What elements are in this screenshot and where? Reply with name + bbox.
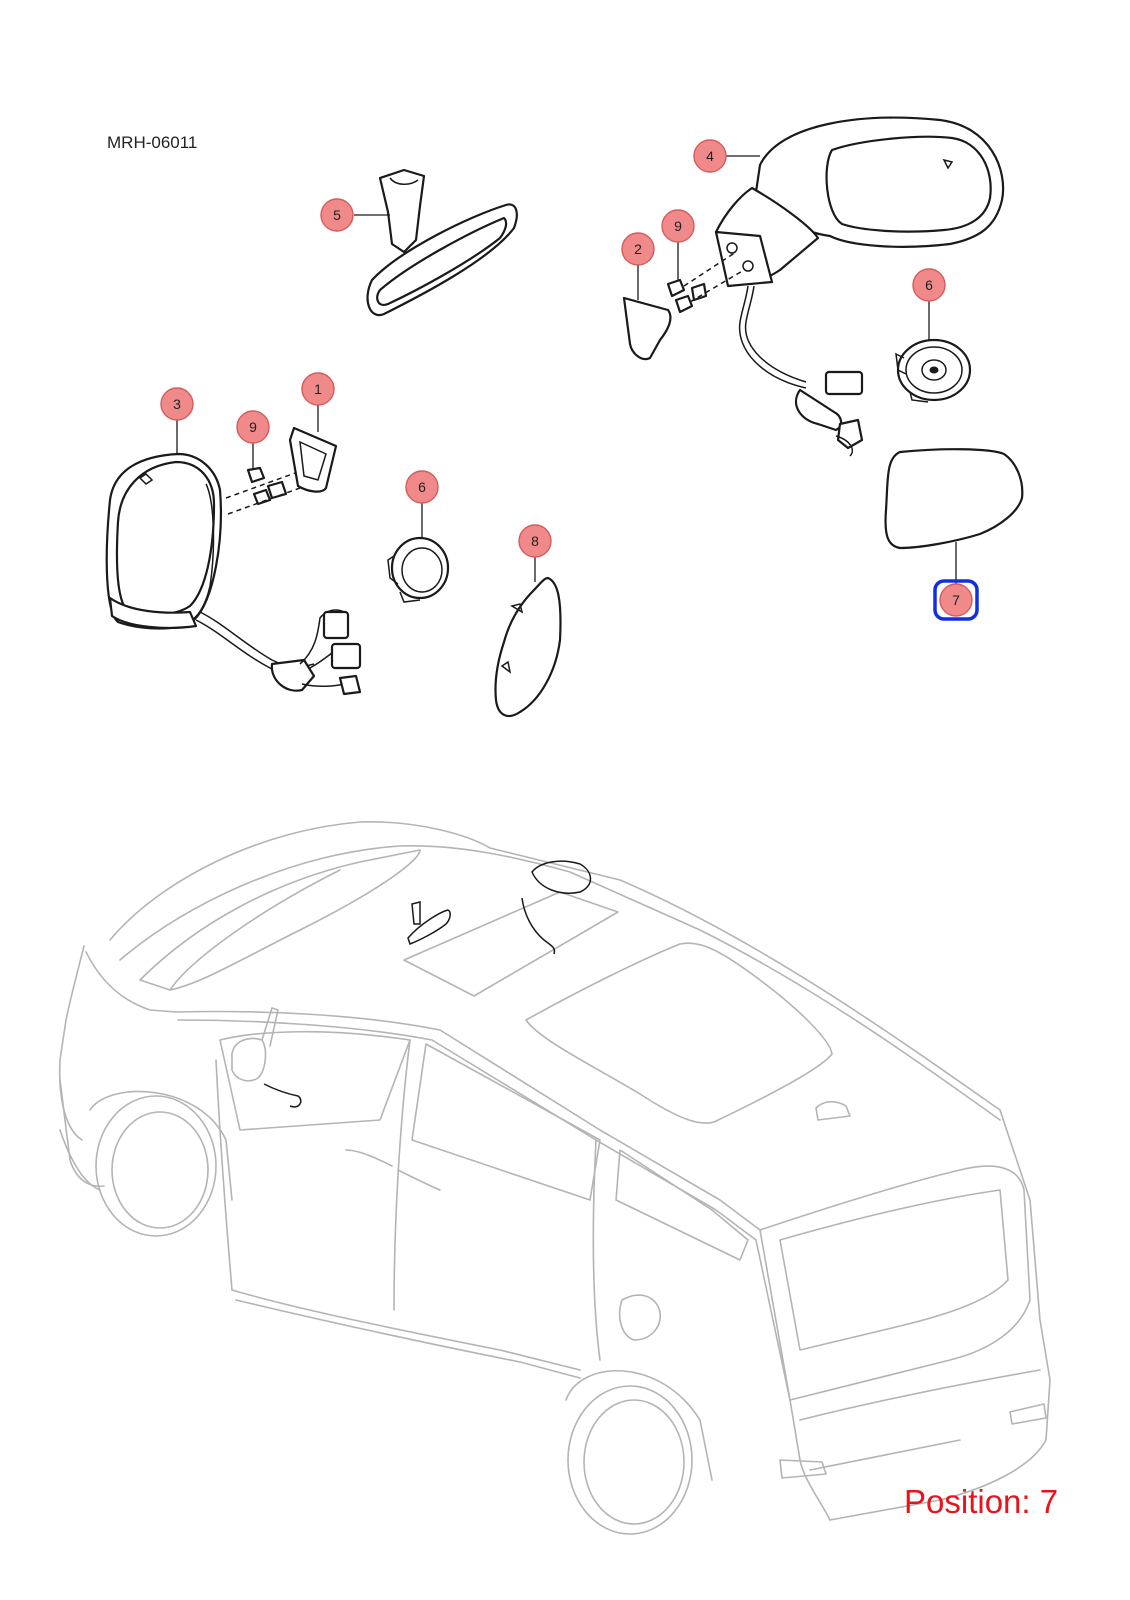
callout-marker-5[interactable]: 5 xyxy=(320,198,354,232)
part-exterior-mirror-assembly xyxy=(714,116,1005,457)
svg-text:5: 5 xyxy=(333,207,341,223)
vehicle-part-locators xyxy=(263,860,592,1108)
callout-marker-6-upper[interactable]: 6 xyxy=(912,268,946,302)
callout-marker-9-upper[interactable]: 9 xyxy=(661,209,695,243)
svg-text:9: 9 xyxy=(249,419,257,435)
callout-marker-4[interactable]: 4 xyxy=(693,139,727,173)
part-interior-mirror xyxy=(366,168,518,317)
part-actuator-upper xyxy=(895,338,972,403)
callout-marker-2[interactable]: 2 xyxy=(621,232,655,266)
svg-text:4: 4 xyxy=(706,148,714,164)
callout-marker-1[interactable]: 1 xyxy=(301,372,335,406)
callout-marker-7[interactable]: 7 xyxy=(933,579,979,621)
part-mirror-glass-right xyxy=(884,448,1024,584)
svg-text:8: 8 xyxy=(531,533,539,549)
svg-text:6: 6 xyxy=(925,277,933,293)
part-mirror-cap xyxy=(622,296,672,361)
selection-highlight xyxy=(933,579,979,621)
svg-text:3: 3 xyxy=(173,396,181,412)
part-exterior-mirror-left xyxy=(105,452,362,696)
part-mirror-glass-left xyxy=(494,576,562,718)
callout-marker-8[interactable]: 8 xyxy=(518,524,552,558)
part-screws-left xyxy=(225,466,301,515)
svg-text:1: 1 xyxy=(314,381,322,397)
callout-marker-3[interactable]: 3 xyxy=(160,387,194,421)
svg-text:7: 7 xyxy=(952,592,960,608)
svg-text:9: 9 xyxy=(674,218,682,234)
callout-marker-6-middle[interactable]: 6 xyxy=(405,470,439,504)
part-screws-upper xyxy=(666,251,745,314)
part-actuator-middle xyxy=(387,536,450,603)
document-code: MRH-06011 xyxy=(107,133,198,152)
svg-text:6: 6 xyxy=(418,479,426,495)
part-mounting-plate xyxy=(288,426,338,493)
vehicle-outline xyxy=(58,821,1051,1535)
position-indicator: Position: 7 xyxy=(904,1483,1059,1520)
callout-marker-9-left[interactable]: 9 xyxy=(236,410,270,444)
svg-text:2: 2 xyxy=(634,241,642,257)
callout-layer: 1 2 3 4 5 6 xyxy=(160,139,979,621)
